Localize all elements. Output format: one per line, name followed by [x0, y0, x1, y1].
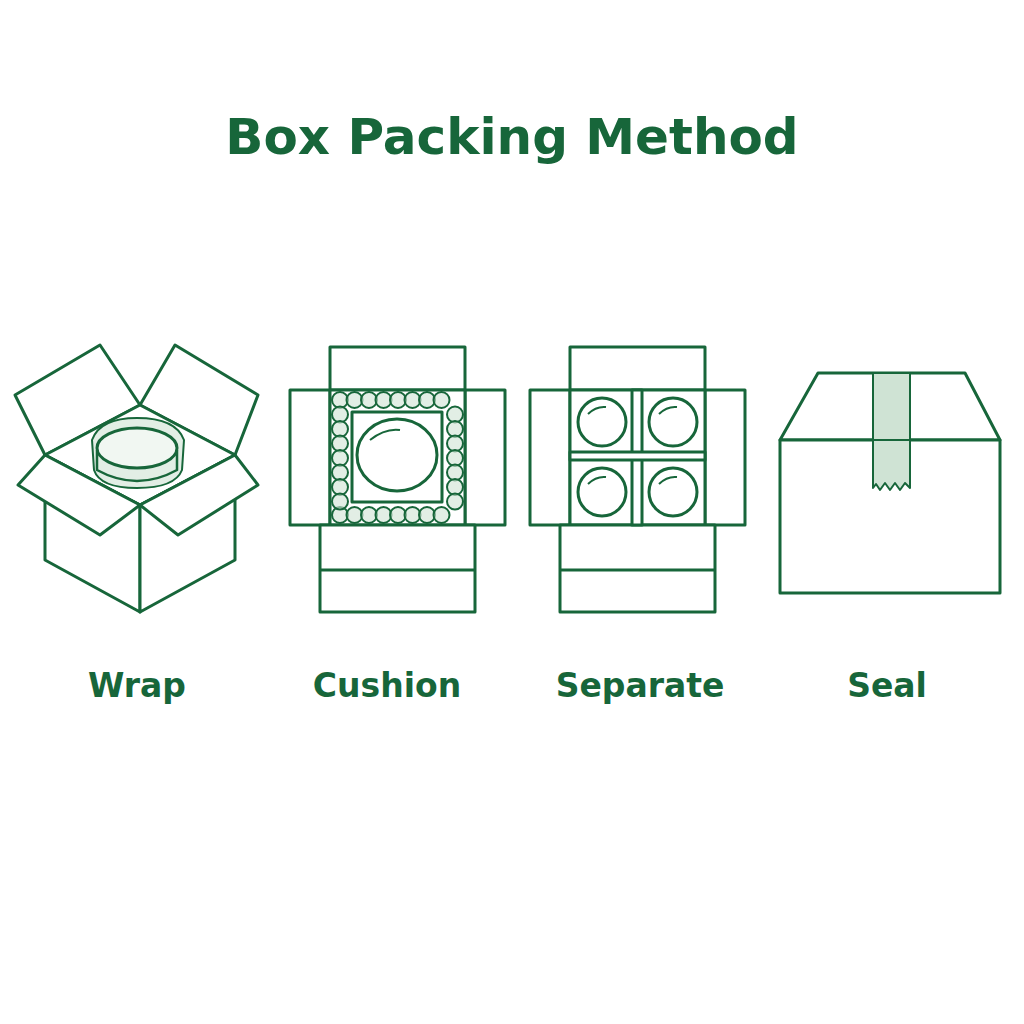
bubble [332, 494, 348, 510]
open-box-wrap [15, 345, 258, 612]
step-label: Separate [556, 666, 725, 705]
bubble [434, 507, 450, 523]
step-label: Cushion [313, 666, 461, 705]
step-label: Seal [847, 666, 927, 705]
sealed-box [780, 373, 1000, 593]
open-box-cushion [290, 347, 505, 612]
title: Box Packing Method [225, 108, 798, 166]
bubble [447, 494, 463, 510]
step-label: Wrap [88, 666, 186, 705]
open-box-dividers [530, 347, 745, 612]
bubble [434, 392, 450, 408]
